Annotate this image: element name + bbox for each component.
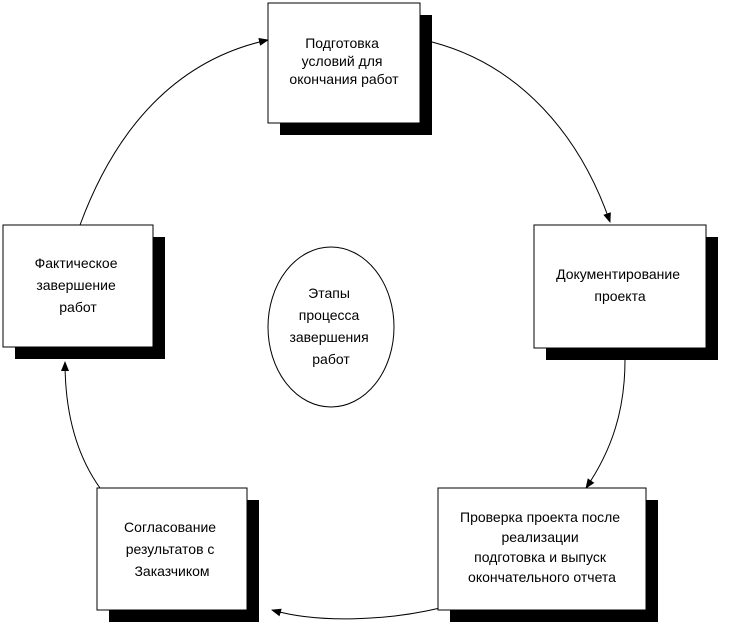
stage-box-agree: Согласование результатов с Заказчиком	[96, 487, 259, 622]
stage-line: Документирование	[556, 266, 680, 282]
stage-line: Согласование	[124, 519, 216, 535]
box-frame	[437, 487, 647, 611]
arrow-check-to-agree	[271, 607, 441, 620]
box-frame	[533, 224, 707, 349]
stage-label: Фактическое завершение работ	[35, 255, 122, 315]
stage-box-docs: Документирование проекта	[533, 224, 718, 360]
stage-label: Документирование проекта	[556, 266, 684, 304]
stage-line: Фактическое	[35, 255, 118, 271]
stage-line: работ	[59, 299, 97, 315]
center-line: Этапы	[308, 285, 350, 301]
arrow-agree-to-finish	[61, 361, 101, 489]
center-node: Этапы процесса завершения работ	[267, 246, 395, 408]
stage-line: Подготовка	[305, 35, 379, 51]
box-frame	[96, 487, 248, 611]
stage-line: результатов с	[126, 541, 215, 557]
stage-line: Заказчиком	[134, 563, 209, 579]
stage-line: реализации	[501, 529, 578, 545]
box-frame	[267, 2, 421, 124]
stage-line: проекта	[594, 288, 645, 304]
stage-label: Проверка проекта после реализации подгот…	[460, 509, 624, 585]
stage-box-check: Проверка проекта после реализации подгот…	[437, 487, 658, 622]
center-label: Этапы процесса завершения работ	[289, 285, 372, 367]
arrow-docs-to-check	[585, 359, 626, 489]
stage-line: Проверка проекта после	[460, 509, 620, 525]
stage-line: условий для	[302, 53, 383, 69]
arrow-finish-to-prep	[79, 37, 269, 226]
center-line: завершения	[289, 329, 368, 345]
stage-box-finish: Фактическое завершение работ	[2, 224, 165, 359]
stage-label: Подготовка условий для окончания работ	[289, 35, 399, 87]
center-line: работ	[312, 351, 350, 367]
stage-line: окончания работ	[289, 71, 399, 87]
stage-line: подготовка и выпуск	[474, 549, 607, 565]
stage-box-prep: Подготовка условий для окончания работ	[267, 2, 432, 135]
stage-line: окончательного отчета	[468, 569, 616, 585]
box-frame	[2, 224, 154, 348]
center-line: процесса	[299, 307, 360, 323]
stage-label: Согласование результатов с Заказчиком	[124, 519, 220, 579]
stage-line: завершение	[36, 277, 116, 293]
arrow-prep-to-docs	[431, 41, 611, 223]
